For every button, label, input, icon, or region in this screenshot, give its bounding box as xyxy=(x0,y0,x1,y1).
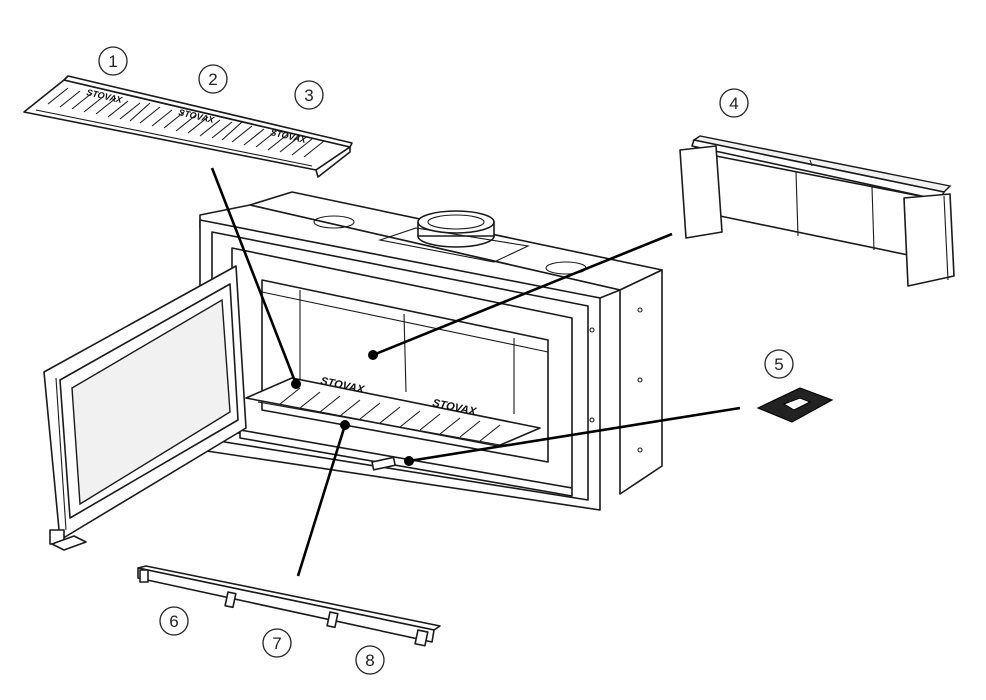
callout-5-label: 5 xyxy=(774,355,783,374)
callout-4-label: 4 xyxy=(729,94,738,113)
callout-2-label: 2 xyxy=(208,70,217,89)
callout-7-label: 7 xyxy=(272,634,281,653)
callout-5: 5 xyxy=(764,349,794,379)
fireplace-door xyxy=(43,265,247,551)
callout-4: 4 xyxy=(719,88,749,118)
callout-3-label: 3 xyxy=(304,86,313,105)
callout-1: 1 xyxy=(98,46,128,76)
callout-8: 8 xyxy=(355,645,385,675)
callout-8-label: 8 xyxy=(365,651,374,670)
fireplace-body: STOVAX STOVAX xyxy=(199,191,663,511)
callout-3: 3 xyxy=(294,80,324,110)
callout-7: 7 xyxy=(262,628,292,658)
firebox-lining xyxy=(679,135,955,287)
front-bar-assembly xyxy=(137,565,441,647)
callout-6-label: 6 xyxy=(169,612,178,631)
inner-grate-bars xyxy=(279,387,501,442)
callout-1-label: 1 xyxy=(108,52,117,71)
callout-6: 6 xyxy=(159,606,189,636)
part-5-component xyxy=(756,387,834,423)
callout-2: 2 xyxy=(198,64,228,94)
grate-bars xyxy=(47,87,325,158)
leader-lines xyxy=(210,167,741,577)
grate-assembly: STOVAX STOVAX STOVAX xyxy=(23,75,353,178)
